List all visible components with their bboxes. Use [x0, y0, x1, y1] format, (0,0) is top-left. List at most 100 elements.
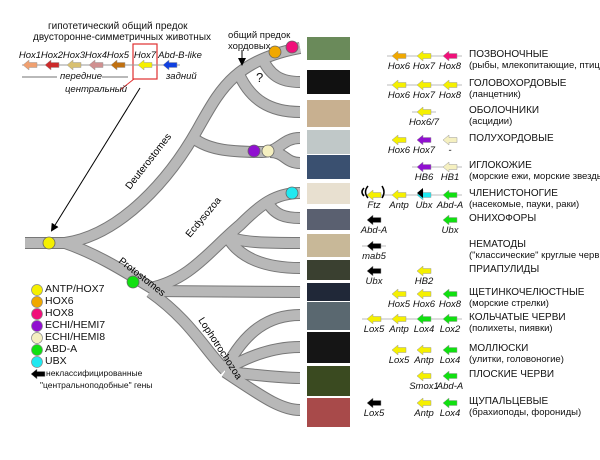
hox-gene-arrow-icon: [137, 59, 153, 71]
cream-gene-marker: [261, 144, 275, 158]
orange-gene-marker: [268, 45, 282, 59]
hox-gene-arrow-icon: [66, 59, 82, 71]
legend-item-label: HOX8: [45, 307, 74, 319]
taxon-description: (ланцетник): [469, 89, 521, 100]
gene-label: Hox7: [412, 145, 436, 156]
gene-label: Lox5: [363, 408, 385, 419]
taxon-row: ЩУПАЛЬЦЕВЫЕ(брахиоподы, форониды): [469, 396, 581, 418]
gene-arrow-icon: [416, 50, 432, 62]
gene-label: Antp: [389, 324, 409, 335]
animal-photo: [307, 183, 350, 204]
gene-label: Hox8: [438, 299, 462, 310]
animal-photo: [307, 302, 350, 330]
animal-photo: [307, 209, 350, 230]
animal-photo: [307, 366, 350, 396]
chordate-ancestor-line2: хордовых: [228, 41, 271, 52]
legend-item-label: HOX6: [45, 295, 74, 307]
legend-swatch: [31, 332, 43, 344]
magenta-gene-marker: [285, 40, 299, 54]
taxon-description: (брахиоподы, форониды): [469, 407, 582, 418]
gene-arrow-icon: [391, 79, 407, 91]
gene-label: Hox6: [387, 61, 411, 72]
legend-swatch: [31, 320, 43, 332]
chordate-ancestor-label: общий предок хордовых: [228, 30, 290, 52]
posterior-label: задний: [166, 71, 197, 82]
gene-arrow-icon: [442, 344, 458, 356]
taxon-row: КОЛЬЧАТЫЕ ЧЕРВИ(полихеты, пиявки): [469, 312, 566, 334]
ancestor-gene-label: Hox2: [40, 50, 64, 61]
taxon-name: ГОЛОВОХОРДОВЫЕ: [469, 78, 567, 89]
central-gene-highlight: [132, 43, 158, 80]
animal-photo: [307, 283, 350, 301]
animal-photo: [307, 130, 350, 154]
gene-arrow-icon: [366, 214, 382, 226]
taxon-name: ПОЗВОНОЧНЫЕ: [469, 49, 549, 60]
ancestor-gene-label: Hox7: [133, 50, 157, 61]
legend-swatch: [31, 356, 43, 368]
gene-label: Hox6: [412, 299, 436, 310]
legend-item-label: ECHI/HEMI8: [45, 331, 106, 343]
gene-label: Abd-A: [360, 225, 388, 236]
hox-gene-arrow-icon: [110, 59, 126, 71]
legend-item-label: ANTP/HOX7: [45, 283, 105, 295]
animal-photo: [307, 155, 350, 179]
taxon-name: ЩЕТИНКОЧЕЛЮСТНЫЕ: [469, 287, 585, 298]
taxon-description: (насекомые, пауки, раки): [469, 199, 580, 210]
cyan-gene-marker: [285, 186, 299, 200]
tree-branch: [233, 69, 301, 117]
taxon-row: ЧЛЕНИСТОНОГИЕ(насекомые, пауки, раки): [469, 188, 579, 210]
taxon-row: ПОЛУХОРДОВЫЕ: [469, 133, 554, 144]
taxon-row: ГОЛОВОХОРДОВЫЕ(ланцетник): [469, 78, 566, 100]
green-gene-marker: [126, 275, 140, 289]
taxon-description: (морские стрелки): [469, 298, 549, 309]
taxon-description: (полихеты, пиявки): [469, 323, 553, 334]
gene-label: Abd-A: [436, 200, 464, 211]
gene-label: Ubx: [415, 200, 433, 211]
legend-swatch: [31, 308, 43, 320]
gene-arrow-icon: [416, 288, 432, 300]
taxon-name: ЧЛЕНИСТОНОГИЕ: [469, 188, 558, 199]
animal-photo: [307, 332, 350, 363]
ancestor-gene-label: Hox1: [18, 50, 42, 61]
gene-label: Lox4: [439, 355, 461, 366]
taxon-name: ИГЛОКОЖИЕ: [469, 160, 532, 171]
taxon-name: ПОЛУХОРДОВЫЕ: [469, 133, 554, 144]
black-arrow-icon: [417, 188, 423, 198]
gene-arrow-icon: [366, 265, 382, 277]
gene-label: Antp: [414, 355, 434, 366]
anterior-label: передние: [60, 71, 103, 82]
tree-branch: [147, 287, 229, 374]
taxon-description: (рыбы, млекопитающие, птицы): [469, 60, 600, 71]
gene-label: HB2: [414, 276, 434, 287]
gene-arrow-icon: [416, 161, 432, 173]
legend-swatch: [31, 296, 43, 308]
gene-arrow-icon: [416, 79, 432, 91]
gene-arrow-icon: [416, 134, 432, 146]
gene-label: HB1: [440, 172, 460, 183]
taxon-row: НЕМАТОДЫ("классические" круглые черви): [469, 239, 600, 261]
tree-branch: [64, 43, 301, 248]
animal-photo: [307, 70, 350, 94]
gene-arrow-icon: [366, 313, 382, 325]
tree-branch: [223, 235, 301, 273]
hox-gene-arrow-icon: [88, 59, 104, 71]
duplication-icon: [361, 185, 369, 199]
legend-swatch: [31, 344, 43, 356]
gene-label: Antp: [414, 408, 434, 419]
gene-arrow-icon: [391, 189, 407, 201]
tree-branch: [269, 147, 301, 168]
gene-arrow-icon: [442, 161, 458, 173]
gene-label: Ftz: [367, 200, 381, 211]
taxon-description: ("классические" круглые черви): [469, 250, 600, 261]
question-mark: ?: [256, 70, 264, 85]
gene-label: -: [448, 145, 452, 156]
taxon-name: НЕМАТОДЫ: [469, 239, 526, 250]
ancestor-gene-label: Hox5: [106, 50, 130, 61]
gene-label: Hox8: [438, 90, 462, 101]
gene-arrow-icon: [442, 397, 458, 409]
gene-arrow-icon: [442, 214, 458, 226]
taxon-name: ОНИХОФОРЫ: [469, 213, 537, 224]
central-pointer-line: [119, 78, 135, 91]
legend-arrow-text: "центральноподобные" гены: [40, 380, 153, 390]
